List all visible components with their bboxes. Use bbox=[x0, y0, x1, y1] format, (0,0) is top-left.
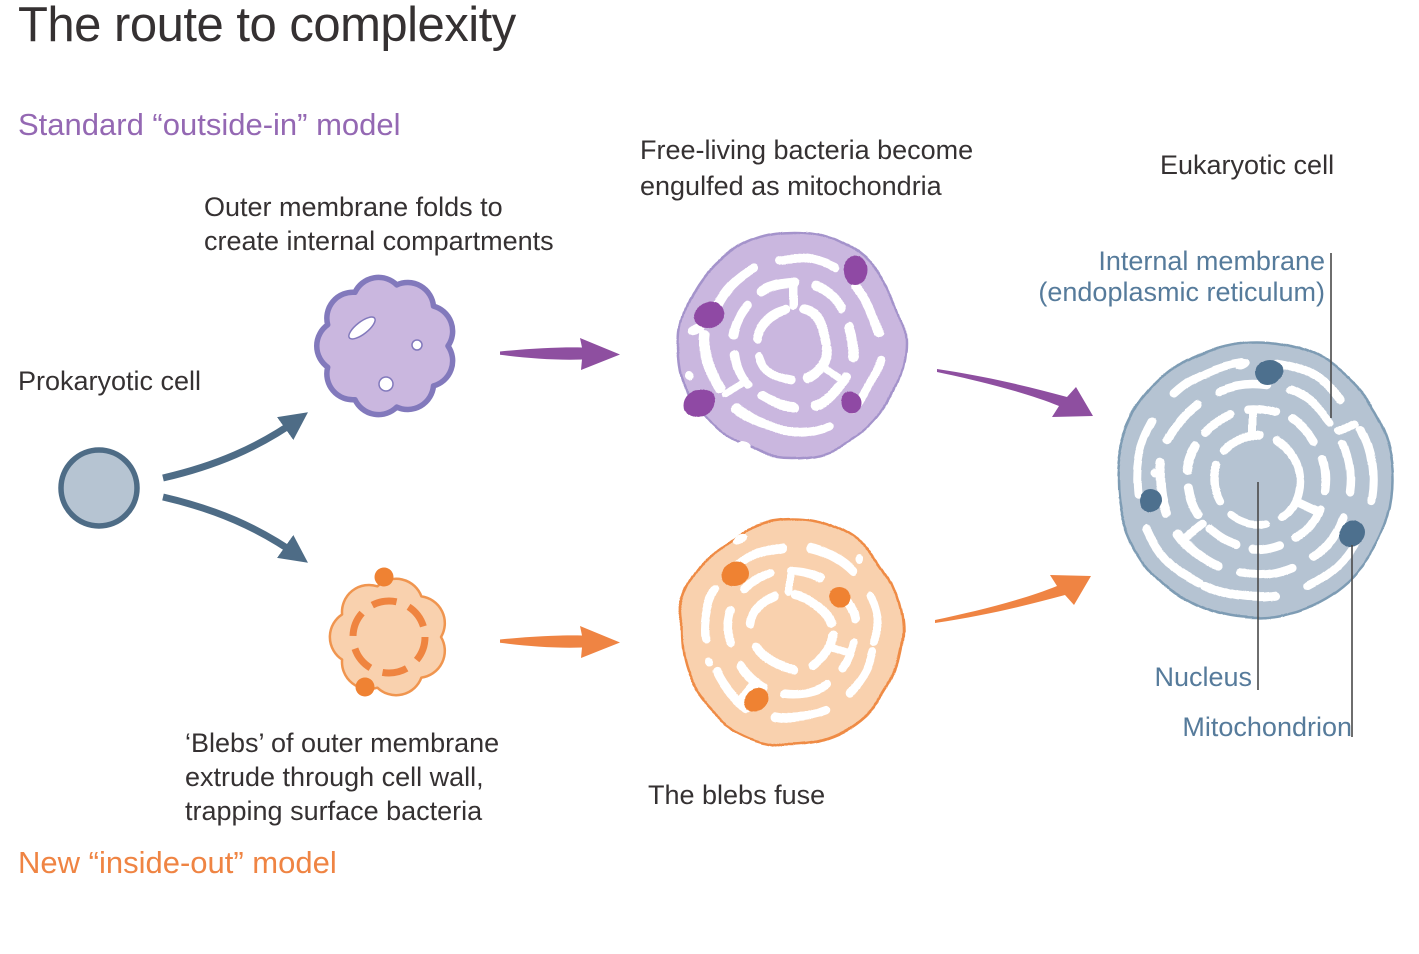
er-channels bbox=[701, 541, 883, 723]
trapped-bacterium bbox=[743, 685, 767, 709]
blebs-label-line1: ‘Blebs’ of outer membrane bbox=[185, 728, 500, 758]
infold-vacuole bbox=[348, 316, 376, 340]
inside-out-model-heading: New “inside-out” model bbox=[18, 845, 337, 880]
vesicle-spot bbox=[855, 555, 865, 565]
outer-membrane-label: Outer membrane folds to create internal … bbox=[204, 190, 554, 258]
engulfed-bacterium bbox=[839, 391, 861, 413]
internal-membrane-label-line1: Internal membrane bbox=[1098, 246, 1325, 276]
internal-membrane-label-line2: (endoplasmic reticulum) bbox=[1038, 277, 1325, 307]
vesicle-spot bbox=[688, 368, 696, 376]
free-living-label-line1: Free-living bacteria become bbox=[640, 135, 974, 165]
blebs-label-line2: extrude through cell wall, bbox=[185, 762, 484, 792]
mitochondrion-organelle bbox=[1257, 360, 1283, 386]
blebs-fuse-label: The blebs fuse bbox=[648, 780, 826, 810]
free-living-bacteria-label: Free-living bacteria become engulfed as … bbox=[640, 132, 973, 204]
eukaryotic-cell-label: Eukaryotic cell bbox=[1160, 150, 1335, 180]
engulfed-bacterium bbox=[685, 385, 715, 415]
internal-membrane-label: Internal membrane (endoplasmic reticulum… bbox=[1005, 246, 1325, 308]
infold-vacuole bbox=[411, 339, 423, 351]
vesicle-spot bbox=[1235, 359, 1251, 371]
engulfed-bacterium bbox=[697, 302, 723, 328]
cell-wall-dashed-ring bbox=[349, 597, 429, 677]
infold-vacuole bbox=[378, 376, 394, 392]
vesicle-spot bbox=[727, 534, 743, 546]
vesicle-spot bbox=[740, 444, 756, 456]
infolded-cell bbox=[314, 274, 456, 418]
surface-bacterium bbox=[355, 677, 375, 697]
outside-in-arrow bbox=[500, 338, 620, 370]
mitochondrion-organelle bbox=[1139, 489, 1161, 511]
prokaryotic-cell-label: Prokaryotic cell bbox=[18, 366, 202, 396]
trapped-bacterium bbox=[828, 585, 848, 605]
inside-out-curved-arrow bbox=[935, 575, 1091, 623]
fused-blebs-cell bbox=[678, 518, 906, 746]
outside-in-curved-arrow bbox=[937, 369, 1093, 417]
trapped-bacterium bbox=[721, 564, 747, 590]
surface-bacterium bbox=[374, 567, 394, 587]
mitochondrion-organelle bbox=[1339, 519, 1365, 545]
prokaryotic-cell bbox=[58, 447, 140, 529]
vesicle-spot bbox=[702, 656, 710, 664]
vesicle-spot bbox=[691, 323, 709, 337]
blebs-label-line3: trapping surface bacteria bbox=[185, 796, 483, 826]
page-title: The route to complexity bbox=[18, 0, 516, 52]
branch-arrow-upper bbox=[162, 412, 308, 482]
engulfed-bacterium bbox=[842, 259, 868, 285]
nucleus-label: Nucleus bbox=[1154, 662, 1252, 692]
bleb-cell bbox=[328, 567, 447, 697]
inside-out-arrow bbox=[500, 626, 620, 658]
eukaryotic-cell-shape bbox=[1115, 340, 1395, 620]
outer-membrane-label-line1: Outer membrane folds to bbox=[204, 192, 503, 222]
mitochondrion-label: Mitochondrion bbox=[1182, 712, 1352, 742]
blebs-label: ‘Blebs’ of outer membrane extrude throug… bbox=[185, 726, 499, 828]
vesicle-spot bbox=[1151, 471, 1159, 479]
branch-arrow-lower bbox=[162, 493, 308, 563]
engulfed-mitochondria-cell bbox=[679, 231, 907, 459]
free-living-label-line2: engulfed as mitochondria bbox=[640, 171, 942, 201]
outside-in-model-heading: Standard “outside-in” model bbox=[18, 107, 401, 142]
er-channels bbox=[702, 254, 884, 436]
outer-membrane-label-line2: create internal compartments bbox=[204, 226, 554, 256]
